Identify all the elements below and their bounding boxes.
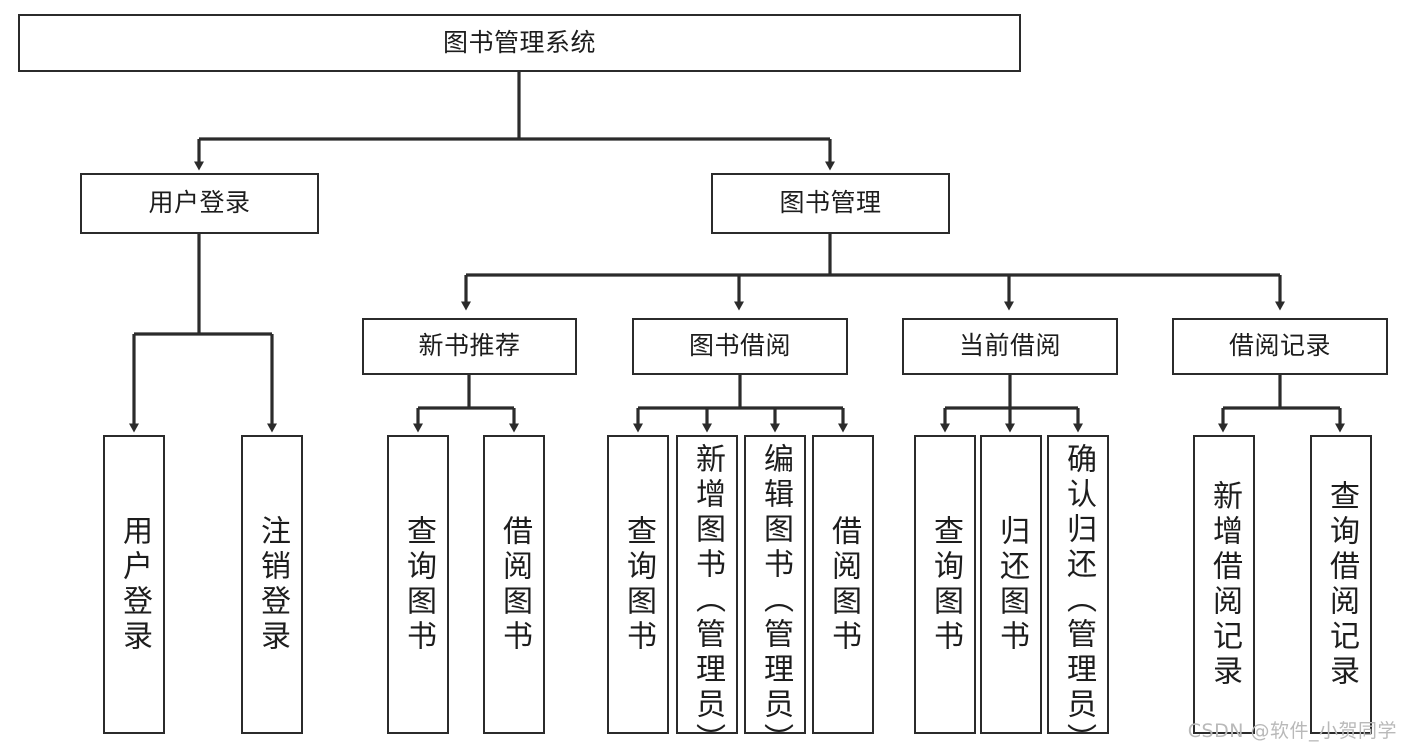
node-label: 编辑图书（管理员）	[758, 443, 793, 734]
node-label: 当前借阅	[958, 331, 1061, 361]
node-leaf-borrow-book[interactable]: 借阅图书	[812, 435, 874, 734]
node-book-management[interactable]: 图书管理	[711, 173, 950, 234]
node-leaf-return-book[interactable]: 归还图书	[980, 435, 1042, 734]
node-label: 确认归还（管理员）	[1061, 443, 1096, 734]
node-borrow-record[interactable]: 借阅记录	[1172, 318, 1388, 375]
node-label: 新增图书（管理员）	[690, 443, 725, 734]
node-leaf-query-book-borrow[interactable]: 查询图书	[607, 435, 669, 734]
node-root-book-management-system[interactable]: 图书管理系统	[18, 14, 1021, 72]
node-label: 借阅图书	[497, 514, 532, 655]
node-label: 新增借阅记录	[1207, 479, 1242, 690]
node-leaf-query-book-current[interactable]: 查询图书	[914, 435, 976, 734]
node-leaf-add-book[interactable]: 新增图书（管理员）	[676, 435, 738, 734]
node-book-borrow[interactable]: 图书借阅	[632, 318, 848, 375]
csdn-watermark: CSDN @软件_小贺同学	[1187, 720, 1397, 742]
node-leaf-confirm-return[interactable]: 确认归还（管理员）	[1047, 435, 1109, 734]
node-label: 查询图书	[928, 514, 963, 655]
node-label: 归还图书	[994, 514, 1029, 655]
node-label: 注销登录	[255, 514, 290, 655]
node-label: 借阅记录	[1228, 331, 1331, 361]
node-label: 图书借阅	[688, 331, 791, 361]
node-leaf-edit-book[interactable]: 编辑图书（管理员）	[744, 435, 806, 734]
node-leaf-add-borrow-record[interactable]: 新增借阅记录	[1193, 435, 1255, 734]
node-label: 新书推荐	[418, 331, 521, 361]
node-current-borrow[interactable]: 当前借阅	[902, 318, 1118, 375]
node-leaf-borrow-book-recommend[interactable]: 借阅图书	[483, 435, 545, 734]
node-label: 图书管理系统	[442, 27, 596, 57]
node-label: 图书管理	[779, 188, 882, 218]
node-new-book-recommend[interactable]: 新书推荐	[362, 318, 577, 375]
node-leaf-logout-login[interactable]: 注销登录	[241, 435, 303, 734]
node-leaf-query-borrow-record[interactable]: 查询借阅记录	[1310, 435, 1372, 734]
node-label: 查询图书	[621, 514, 656, 655]
node-user-login[interactable]: 用户登录	[80, 173, 319, 234]
node-label: 用户登录	[117, 514, 152, 655]
node-label: 查询借阅记录	[1324, 479, 1359, 690]
node-label: 用户登录	[148, 188, 251, 218]
node-label: 查询图书	[401, 514, 436, 655]
node-leaf-query-book-recommend[interactable]: 查询图书	[387, 435, 449, 734]
node-leaf-user-login[interactable]: 用户登录	[103, 435, 165, 734]
node-label: 借阅图书	[826, 514, 861, 655]
